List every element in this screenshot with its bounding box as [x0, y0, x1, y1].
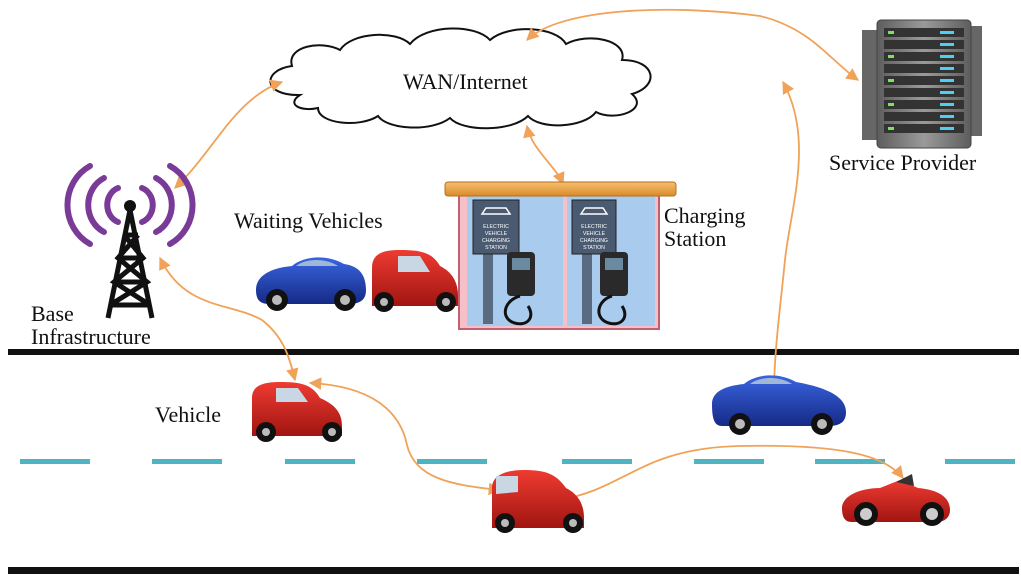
- link-tower-vehicle: [159, 256, 299, 382]
- sign-text-line1: ELECTRIC: [483, 224, 509, 230]
- service-provider-label: Service Provider: [829, 150, 977, 175]
- link-cloud-station: [523, 124, 565, 186]
- sign-text-line3: CHARGING: [482, 238, 510, 244]
- charger-unit: [503, 252, 628, 326]
- link-cloud-service: [526, 8, 860, 81]
- lane-dashes: [20, 459, 1015, 464]
- network-links: [159, 8, 904, 505]
- sign-text-line2: VEHICLE: [485, 231, 508, 237]
- road-red-car: [492, 470, 584, 533]
- waiting-vehicles-label: Waiting Vehicles: [234, 208, 383, 233]
- vehicle-label: Vehicle: [155, 402, 221, 427]
- link-redcar-convertible: [556, 444, 904, 505]
- vehicle-red-car: [252, 382, 342, 442]
- link-vehicle-redcar: [308, 377, 502, 496]
- base-label-line2: Infrastructure: [31, 324, 151, 349]
- road-bottom-line: [8, 567, 1019, 574]
- sign-text-line4: STATION: [485, 245, 507, 251]
- link-tower-cloud: [174, 79, 284, 189]
- base-label-line1: Base: [31, 301, 74, 326]
- tower-icon: [64, 163, 196, 319]
- road-blue-car: [712, 375, 846, 435]
- sign-text-line3-b: CHARGING: [580, 238, 608, 244]
- road-red-convertible: [842, 474, 950, 526]
- sign-text-line1-b: ELECTRIC: [581, 224, 607, 230]
- road-top-line: [8, 349, 1019, 355]
- charging-station-label-line1: Charging: [664, 203, 746, 228]
- wan-label: WAN/Internet: [403, 69, 528, 94]
- charging-sign: ELECTRIC VEHICLE CHARGING STATION ELECTR…: [472, 199, 617, 255]
- charging-station: ELECTRIC VEHICLE CHARGING STATION ELECTR…: [444, 181, 677, 330]
- link-cloud-bluecar: [767, 80, 800, 389]
- charging-station-label-line2: Station: [664, 226, 727, 251]
- waiting-blue-car: [256, 257, 366, 311]
- sign-text-line4-b: STATION: [583, 245, 605, 251]
- server-icon: [862, 19, 982, 149]
- waiting-red-car: [372, 250, 458, 312]
- sign-text-line2-b: VEHICLE: [583, 231, 606, 237]
